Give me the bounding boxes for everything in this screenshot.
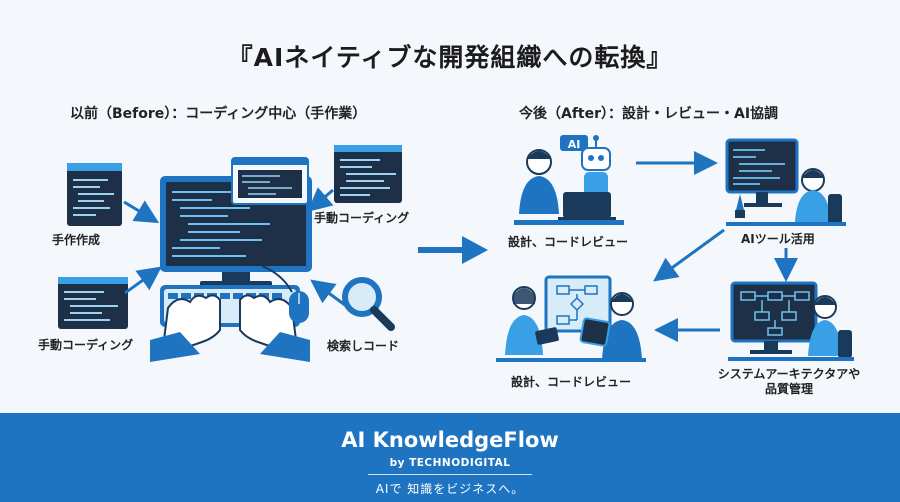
- label-architecture: システムアーキテクタアや 品質管理: [700, 367, 878, 397]
- footer-tagline: AIで 知識をビジネスへ。: [375, 482, 525, 496]
- developer-using-ai-tool-icon: [725, 138, 846, 226]
- footer-brand: AI KnowledgeFlow: [341, 428, 559, 452]
- footer-by: by TECHNODIGITAL: [389, 457, 511, 469]
- after-heading: 今後（After）：設計・レビュー・AI協調: [519, 106, 779, 122]
- code-document-icon: [58, 277, 128, 329]
- flow-arrows: [123, 187, 346, 307]
- label-architecture-line2: 品質管理: [764, 382, 813, 396]
- code-window-icon: [231, 157, 309, 205]
- label-design-review-top: 設計、コードレビュー: [508, 235, 629, 249]
- architecture-quality-icon: [728, 281, 854, 361]
- footer-divider: [368, 474, 532, 475]
- label-manual-coding-bottom: 手動コーディング: [38, 338, 134, 352]
- design-review-team-icon: [496, 275, 646, 362]
- developer-with-ai-robot-icon: AI: [514, 135, 624, 225]
- typing-hands-icon: [150, 294, 310, 362]
- label-design-review-bottom: 設計、コードレビュー: [511, 375, 632, 389]
- mouse-icon: [261, 265, 309, 323]
- transition-arrow-icon: [418, 236, 488, 264]
- page-title: 『AIネイティブな開発組織への転換』: [227, 43, 673, 72]
- ai-badge: AI: [568, 138, 581, 151]
- label-architecture-line1: システムアーキテクタアや: [717, 367, 861, 381]
- label-manual-create: 手作作成: [52, 233, 101, 247]
- before-heading: 以前（Before）：コーディング中心（手作業）: [70, 106, 367, 122]
- label-manual-coding-top: 手動コーディング: [314, 211, 410, 225]
- label-ai-tool: AIツール活用: [741, 232, 815, 246]
- footer-banner: [0, 413, 900, 502]
- code-document-icon: [334, 145, 402, 203]
- label-search-code: 検索しコード: [327, 339, 400, 353]
- magnifier-icon: [342, 277, 395, 331]
- flow-arrows: [636, 151, 798, 342]
- code-document-icon: [67, 163, 122, 226]
